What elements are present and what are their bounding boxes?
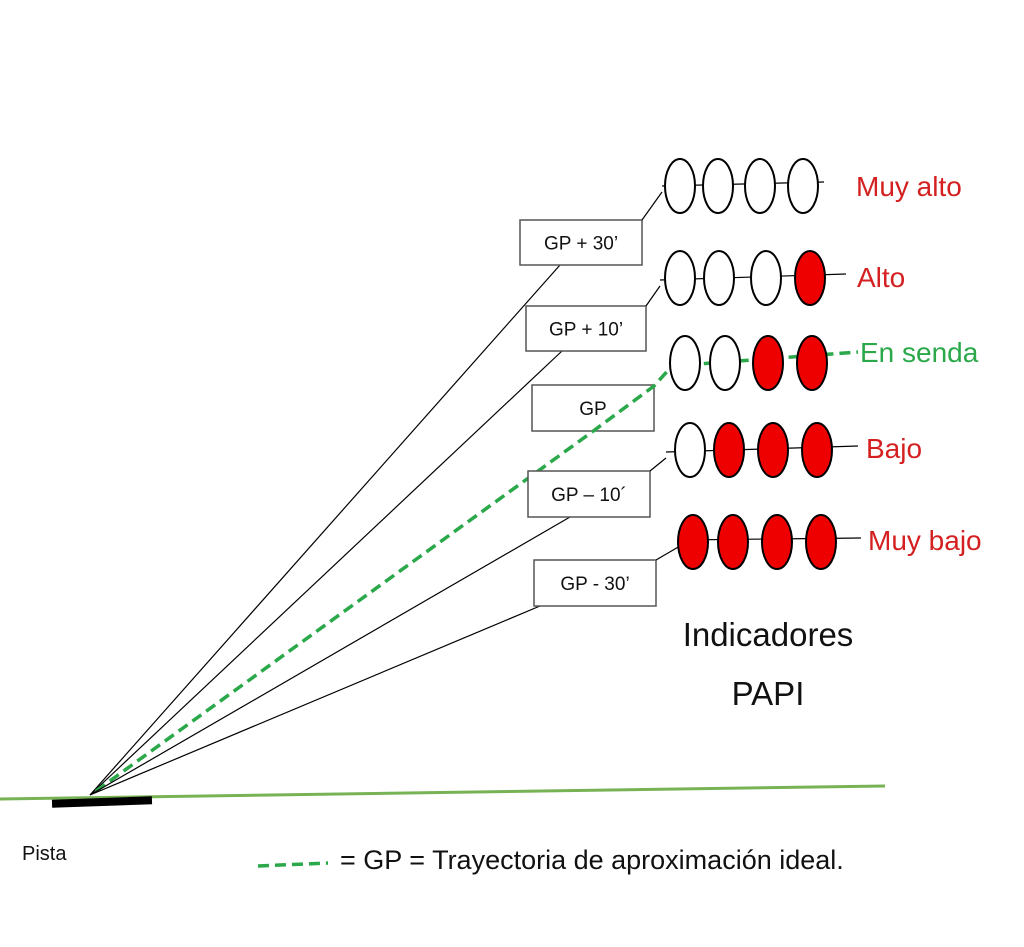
papi-status-label: En senda (860, 337, 979, 368)
papi-status-label: Alto (857, 262, 905, 293)
papi-light-red (713, 422, 745, 478)
glide-angle-label: GP – 10´ (551, 485, 627, 506)
runway (51, 796, 153, 808)
papi-light-red (801, 422, 833, 478)
lamp-connector-line (641, 191, 663, 221)
legend-text: = GP = Trayectoria de aproximación ideal… (340, 845, 844, 875)
diagram-title-line2: PAPI (732, 675, 805, 712)
papi-status-label: Muy alto (856, 171, 962, 202)
papi-light-red (677, 514, 709, 570)
papi-light-red (717, 514, 749, 570)
papi-light-white (664, 158, 696, 214)
runway-label: Pista (22, 843, 67, 865)
approach-ray-line (89, 350, 563, 796)
papi-light-white (703, 250, 735, 306)
papi-light-white (664, 250, 696, 306)
lamp-connector-line (655, 545, 681, 561)
legend-dashed-line-swatch (257, 861, 329, 868)
glide-angle-label: GP (579, 399, 606, 420)
approach-ray-line (89, 516, 571, 796)
glide-angle-box (533, 559, 657, 607)
approach-ray-line (89, 605, 541, 796)
diagram-title-line1: Indicadores (683, 616, 854, 653)
papi-light-red (761, 514, 793, 570)
papi-light-white (750, 250, 782, 306)
glide-angle-box (519, 219, 643, 266)
papi-status-label: Bajo (866, 433, 922, 464)
papi-status-label: Muy bajo (868, 525, 982, 556)
papi-light-white (674, 422, 706, 478)
papi-light-white (787, 158, 819, 214)
lamp-connector-line (645, 285, 661, 307)
glide-angle-label: GP - 30’ (560, 574, 629, 595)
glide-angle-box (527, 470, 651, 518)
papi-light-red (794, 250, 826, 306)
glide-angle-label: GP + 10’ (549, 320, 623, 341)
lamp-connector-line (649, 457, 667, 472)
papi-light-white (709, 335, 741, 391)
glide-angle-box (531, 384, 655, 432)
papi-light-red (805, 514, 837, 570)
papi-light-white (702, 158, 734, 214)
papi-light-red (757, 422, 789, 478)
papi-light-white (744, 158, 776, 214)
papi-light-red (752, 335, 784, 391)
papi-light-white (669, 335, 701, 391)
approach-ray-line (89, 264, 561, 796)
glide-angle-box (525, 305, 647, 352)
glide-angle-label: GP + 30’ (544, 234, 618, 255)
glide-path-line (94, 430, 594, 793)
papi-light-red (796, 335, 828, 391)
